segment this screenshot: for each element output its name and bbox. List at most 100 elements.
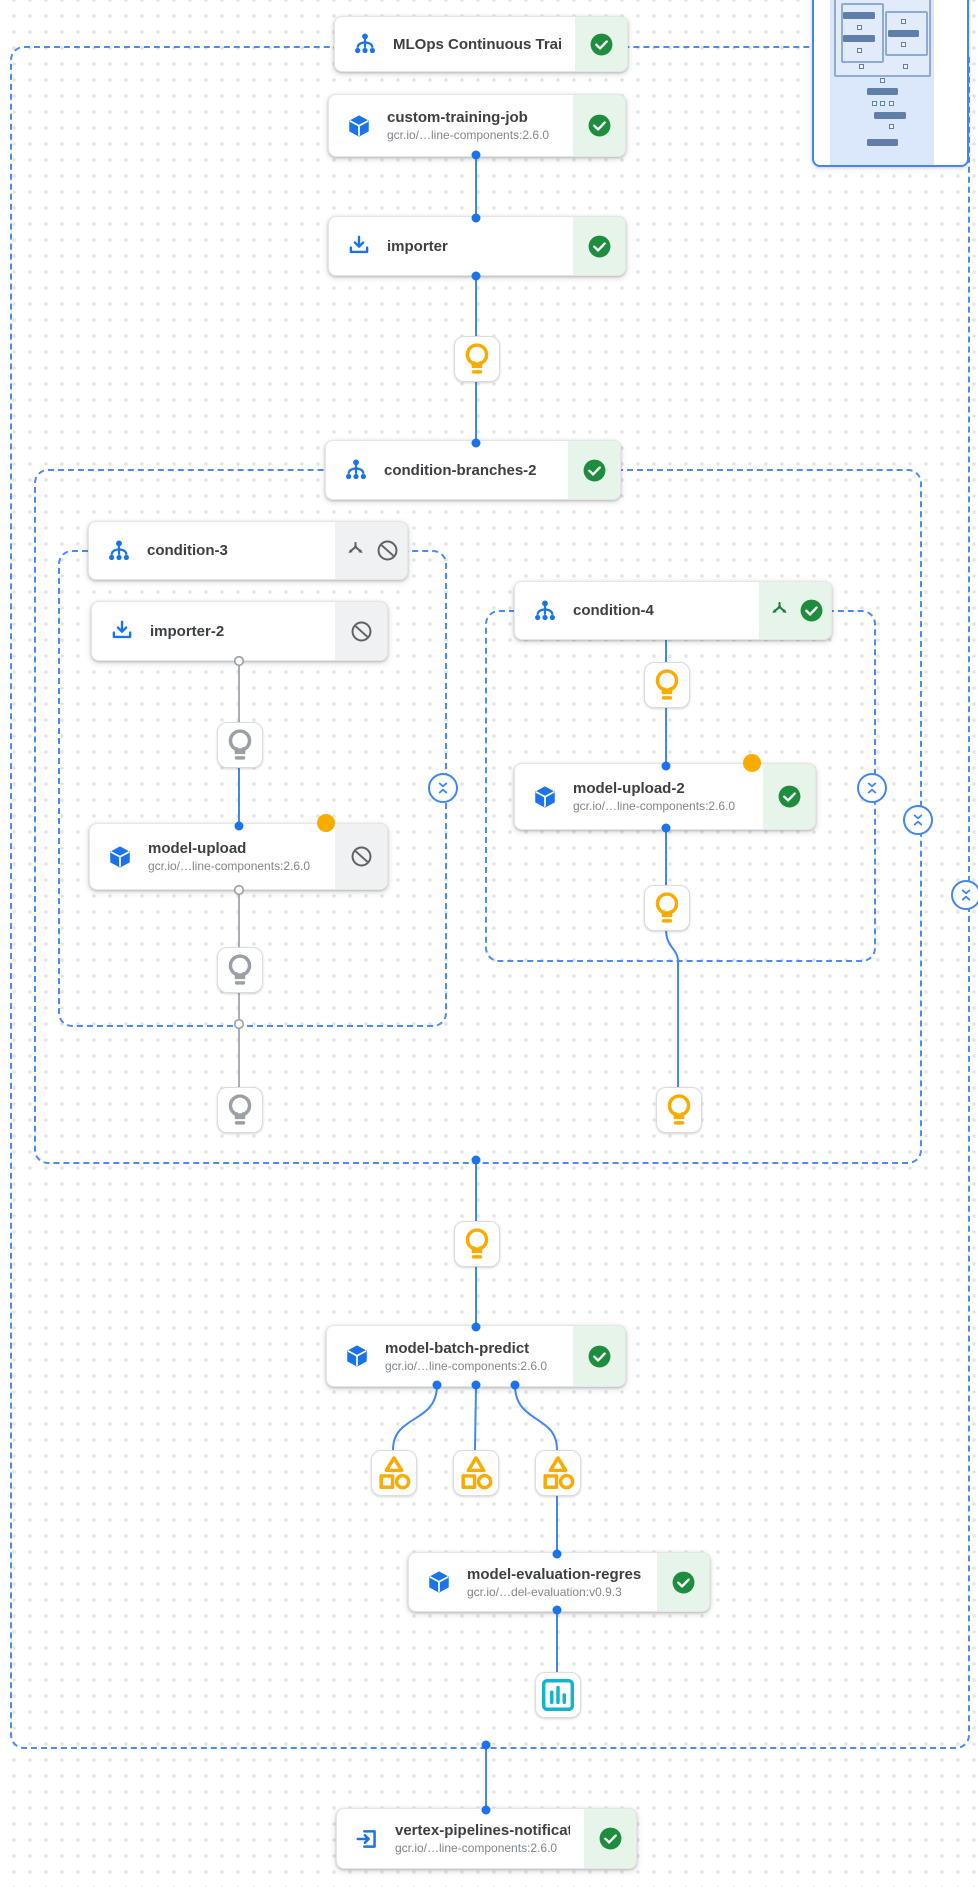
node-title: model-batch-predict bbox=[385, 1339, 530, 1357]
node-importer-2[interactable]: importer-2 bbox=[91, 601, 388, 661]
shapes-artifact-icon bbox=[379, 1456, 411, 1490]
node-title: importer bbox=[387, 237, 448, 255]
node-title: MLOps Continuous Traini… bbox=[393, 35, 561, 53]
artifact-lightbulb[interactable] bbox=[644, 662, 690, 708]
node-condition-branches-2[interactable]: condition-branches-2 bbox=[325, 440, 621, 500]
shapes-artifact-icon bbox=[543, 1456, 575, 1490]
cache-dot bbox=[317, 814, 335, 832]
success-check-icon bbox=[587, 1344, 612, 1369]
success-check-icon bbox=[671, 1570, 696, 1595]
branch-split-icon bbox=[343, 538, 368, 563]
node-importer[interactable]: importer bbox=[328, 216, 626, 276]
lightbulb-icon bbox=[465, 343, 489, 374]
node-condition-4[interactable]: condition-4 bbox=[514, 581, 832, 640]
condition-icon bbox=[343, 457, 369, 483]
collapse-icon bbox=[961, 889, 971, 901]
success-check-icon bbox=[589, 32, 614, 57]
collapse-condition-3-button[interactable] bbox=[428, 773, 458, 803]
minimap-artifact bbox=[901, 19, 906, 24]
collapse-condition-4-button[interactable] bbox=[857, 773, 887, 803]
artifact-shapes[interactable] bbox=[535, 1450, 581, 1496]
node-title: model-evaluation-regres… bbox=[467, 1565, 643, 1583]
lightbulb-icon bbox=[228, 1094, 252, 1125]
artifact-shapes[interactable] bbox=[371, 1450, 417, 1496]
lightbulb-icon bbox=[228, 729, 252, 760]
component-cube-icon bbox=[107, 844, 133, 870]
node-model-evaluation-regression[interactable]: model-evaluation-regres… gcr.io/…del-eva… bbox=[408, 1552, 710, 1612]
node-title: condition-3 bbox=[147, 542, 228, 559]
component-cube-icon bbox=[344, 1343, 370, 1369]
collapse-icon bbox=[438, 782, 448, 794]
artifact-lightbulb[interactable] bbox=[454, 336, 500, 382]
branch-split-icon bbox=[767, 598, 792, 623]
node-title: vertex-pipelines-notificat… bbox=[395, 1822, 570, 1839]
node-model-batch-predict[interactable]: model-batch-predict gcr.io/…line-compone… bbox=[326, 1325, 626, 1387]
success-check-icon bbox=[777, 784, 802, 809]
minimap-artifact bbox=[880, 78, 885, 83]
node-subtitle: gcr.io/…line-components:2.6.0 bbox=[395, 1841, 558, 1855]
success-check-icon bbox=[582, 458, 607, 483]
minimap-node bbox=[888, 30, 919, 37]
collapse-pipeline-root-button[interactable] bbox=[951, 880, 978, 910]
success-check-icon bbox=[598, 1826, 623, 1851]
component-cube-icon bbox=[532, 784, 558, 810]
collapse-condition-branches-2-button[interactable] bbox=[903, 805, 933, 835]
node-vertex-pipelines-notification[interactable]: vertex-pipelines-notificat… gcr.io/…line… bbox=[336, 1808, 637, 1869]
blocked-icon bbox=[349, 844, 374, 869]
node-title: condition-branches-2 bbox=[384, 461, 537, 479]
minimap-node bbox=[867, 139, 898, 146]
minimap-artifact bbox=[857, 25, 862, 30]
node-title: model-upload-2 bbox=[573, 780, 685, 797]
lightbulb-icon bbox=[228, 954, 252, 985]
minimap[interactable] bbox=[812, 0, 969, 167]
node-mlops-continuous-training[interactable]: MLOps Continuous Traini… bbox=[334, 16, 628, 72]
minimap-artifact bbox=[859, 64, 864, 69]
node-title: custom-training-job bbox=[387, 109, 528, 126]
artifact-lightbulb[interactable] bbox=[217, 722, 263, 768]
collapse-icon bbox=[867, 782, 877, 794]
node-title: condition-4 bbox=[573, 602, 654, 619]
artifact-lightbulb[interactable] bbox=[217, 1087, 263, 1133]
collapse-icon bbox=[913, 814, 923, 826]
minimap-artifact bbox=[857, 48, 862, 53]
minimap-node bbox=[843, 12, 875, 19]
minimap-artifact bbox=[903, 64, 908, 69]
artifact-lightbulb[interactable] bbox=[217, 947, 263, 993]
artifact-shapes[interactable] bbox=[453, 1450, 499, 1496]
node-subtitle: gcr.io/…line-components:2.6.0 bbox=[148, 859, 311, 873]
node-title: importer-2 bbox=[150, 622, 225, 640]
importer-download-icon bbox=[346, 233, 372, 259]
artifact-lightbulb[interactable] bbox=[454, 1221, 500, 1267]
artifact-metrics[interactable] bbox=[535, 1672, 581, 1718]
condition-icon bbox=[106, 538, 132, 564]
minimap-artifact bbox=[901, 42, 906, 47]
node-model-upload[interactable]: model-upload gcr.io/…line-components:2.6… bbox=[89, 823, 388, 890]
minimap-node bbox=[874, 112, 906, 119]
component-cube-icon bbox=[346, 113, 372, 139]
condition-icon bbox=[532, 598, 558, 624]
minimap-node bbox=[867, 88, 898, 95]
node-title: model-upload bbox=[148, 840, 247, 857]
lightbulb-icon bbox=[655, 669, 679, 700]
minimap-artifact bbox=[889, 124, 894, 129]
node-custom-training-job[interactable]: custom-training-job gcr.io/…line-compone… bbox=[328, 94, 626, 157]
artifact-lightbulb[interactable] bbox=[656, 1087, 702, 1133]
node-condition-3[interactable]: condition-3 bbox=[88, 521, 408, 580]
success-check-icon bbox=[799, 598, 824, 623]
minimap-artifact bbox=[880, 101, 885, 106]
cache-dot bbox=[743, 754, 761, 772]
success-check-icon bbox=[587, 113, 612, 138]
blocked-icon bbox=[349, 619, 374, 644]
minimap-artifact bbox=[872, 101, 877, 106]
metrics-chart-icon bbox=[541, 1678, 575, 1712]
node-subtitle: gcr.io/…line-components:2.6.0 bbox=[387, 128, 550, 142]
lightbulb-icon bbox=[667, 1094, 691, 1125]
condition-icon bbox=[352, 31, 378, 57]
node-subtitle: gcr.io/…line-components:2.6.0 bbox=[385, 1358, 548, 1373]
importer-download-icon bbox=[109, 618, 135, 644]
lightbulb-icon bbox=[655, 892, 679, 923]
node-model-upload-2[interactable]: model-upload-2 gcr.io/…line-components:2… bbox=[514, 763, 816, 830]
lightbulb-icon bbox=[465, 1228, 489, 1259]
artifact-lightbulb[interactable] bbox=[644, 885, 690, 931]
